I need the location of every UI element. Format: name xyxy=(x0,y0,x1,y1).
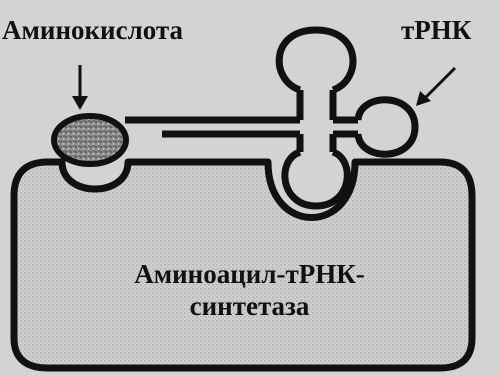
trna-arrow xyxy=(416,66,457,106)
amino-acid-label: Аминокислота xyxy=(2,15,183,45)
enzyme-label-line2: синтетаза xyxy=(189,291,310,322)
enzyme-label-line1: Аминоацил-тРНК- xyxy=(134,259,365,289)
trna-right-loop xyxy=(354,96,419,158)
enzyme-body xyxy=(10,158,476,372)
enzyme-label: Аминоацил-тРНК- синтетаза xyxy=(0,258,499,323)
trna-top-loop xyxy=(275,26,357,94)
trna-anticodon-loop xyxy=(281,148,351,210)
trna-right-stem xyxy=(333,116,358,138)
amino-acid-arrow xyxy=(72,65,88,110)
trna-molecule xyxy=(125,26,419,210)
trna-upper-stem xyxy=(296,90,337,120)
trna-label: тРНК xyxy=(401,15,472,45)
trna-lower-stem xyxy=(296,134,337,152)
amino-acid-shape xyxy=(51,113,129,167)
